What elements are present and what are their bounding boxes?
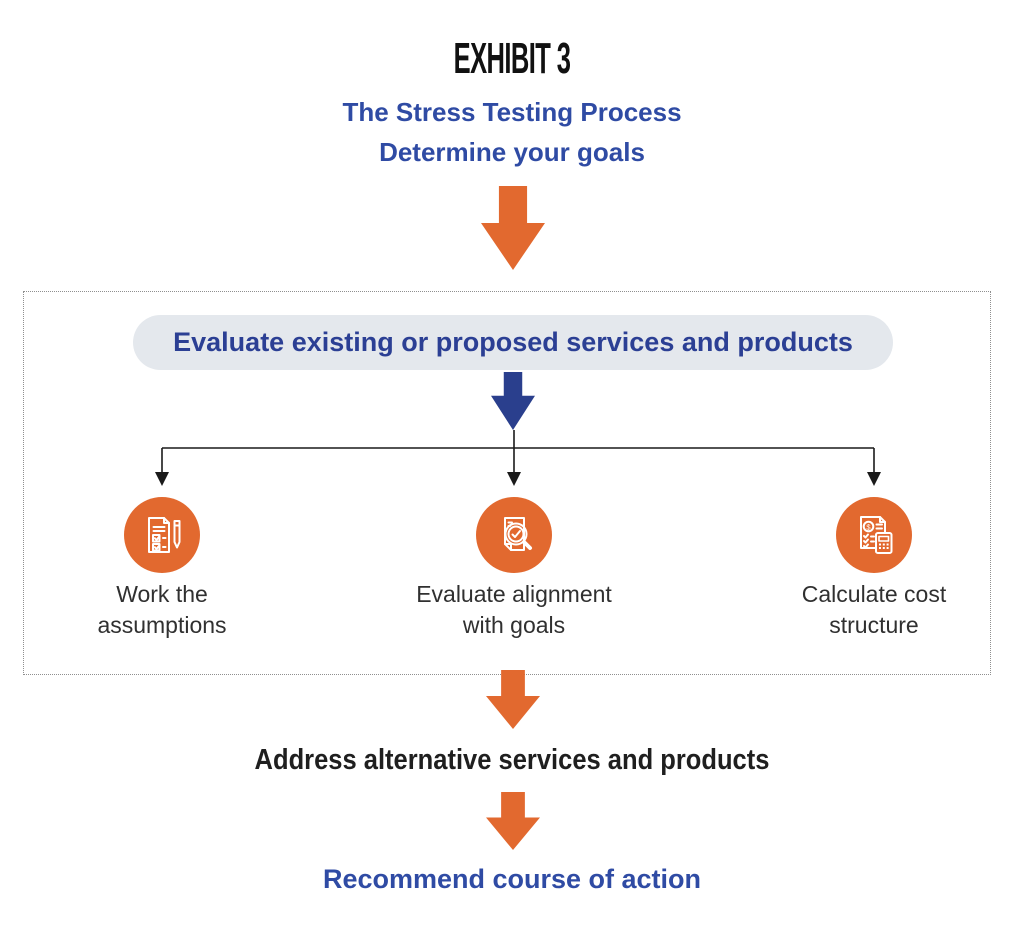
branch-label-calculate-cost: Calculate cost structure (724, 579, 1024, 641)
diagram-subtitle-determine-goals: Determine your goals (379, 137, 645, 167)
recommend-course-step: Recommend course of action (322, 864, 702, 894)
pill-label: Evaluate existing or proposed services a… (173, 327, 853, 357)
label-line: Work the (116, 581, 208, 607)
label-line: with goals (462, 612, 566, 638)
evaluate-services-pill: Evaluate existing or proposed services a… (133, 315, 893, 370)
diagram-title: The Stress Testing Process (342, 97, 682, 127)
down-arrow-icon (481, 186, 545, 270)
address-alternative-step: Address alternative services and product… (254, 744, 770, 776)
label-line: Calculate cost (801, 581, 947, 607)
branch-label-evaluate-alignment: Evaluate alignment with goals (364, 579, 664, 641)
exhibit-label: EXHIBIT 3 (453, 34, 571, 83)
label-line: structure (829, 612, 919, 638)
branch-connector-lines (155, 430, 881, 486)
svg-text:$: $ (866, 522, 871, 531)
down-arrow-icon (486, 792, 540, 850)
down-arrow-icon (486, 670, 540, 729)
label-line: assumptions (97, 612, 227, 638)
invoice-calculator-icon: $ (836, 497, 912, 573)
document-magnifier-check-icon (476, 497, 552, 573)
branch-label-work-assumptions: Work the assumptions (12, 579, 312, 641)
label-line: Evaluate alignment (416, 581, 612, 607)
checklist-pen-icon (124, 497, 200, 573)
